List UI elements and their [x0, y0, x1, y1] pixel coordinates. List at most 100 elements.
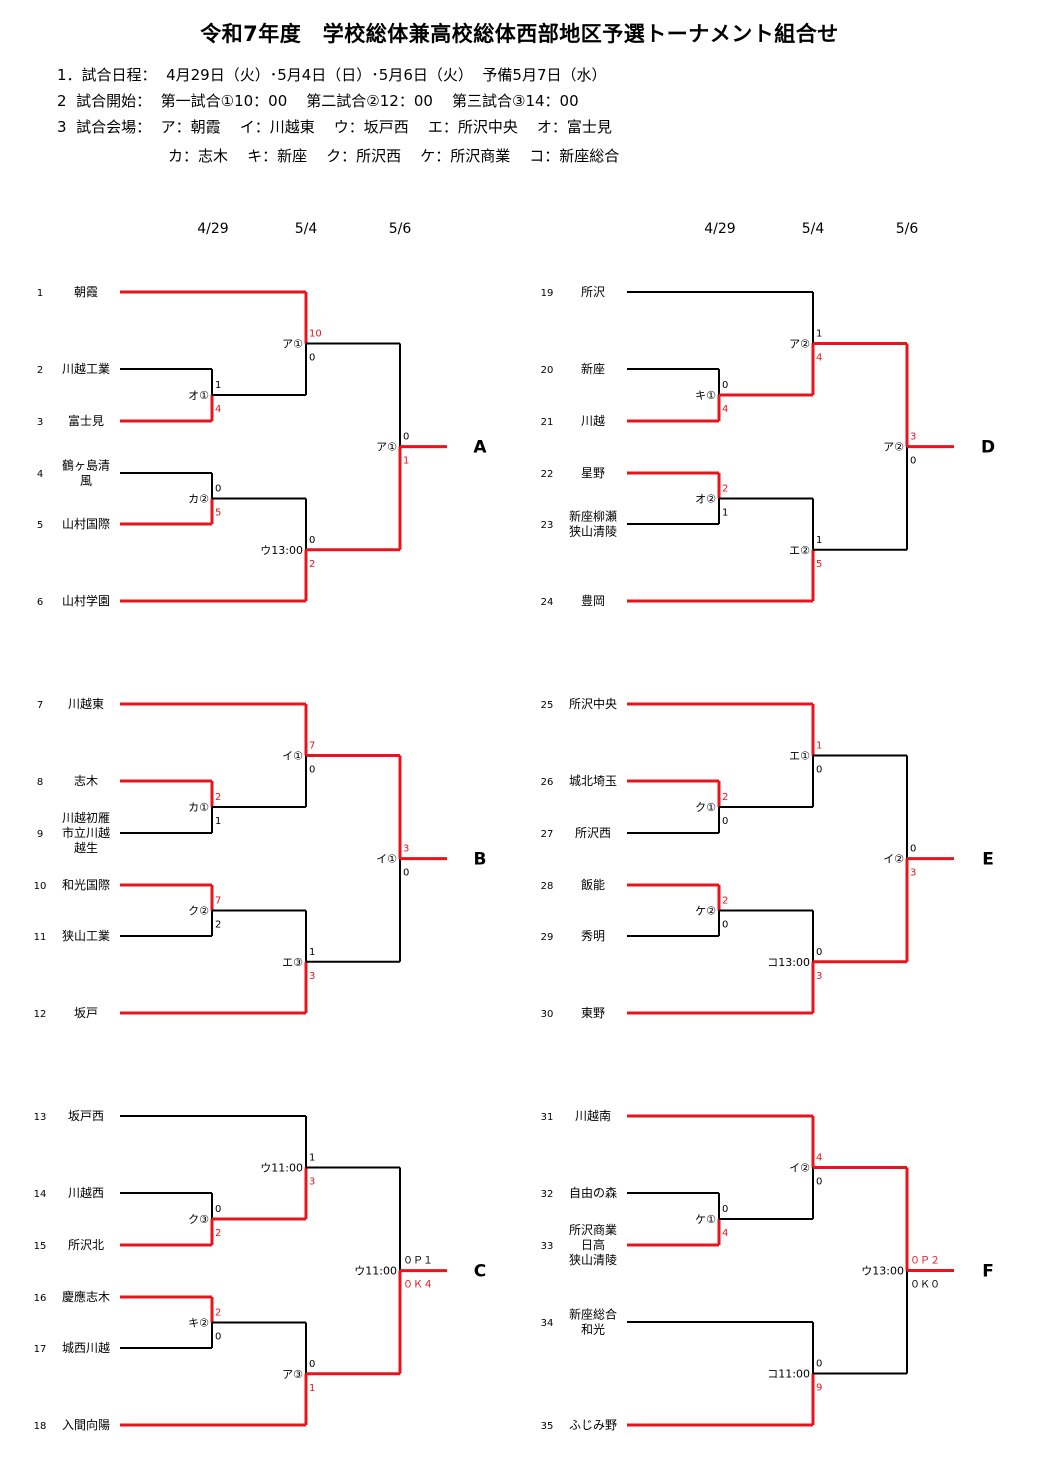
block-c-team-15-number: 15 [34, 1241, 47, 1252]
block-b-final-match-score-top: 3 [403, 844, 409, 855]
block-f-r1-match-1-score-bottom: 4 [722, 1228, 728, 1239]
block-b-r2-match-1-venue: イ① [282, 750, 303, 763]
block-d-team-19-number: 19 [541, 288, 554, 299]
block-e-label: E [982, 850, 994, 870]
block-f-team-35-number: 35 [541, 1421, 554, 1432]
block-d-r1-match-2-score-top: 2 [722, 484, 728, 495]
block-f-final-match-score-bottom: ０Ｋ０ [910, 1280, 940, 1291]
block-d-team-23-name: 新座柳瀬 [569, 509, 617, 524]
block-c-r2-match-1-score-top: 1 [309, 1153, 315, 1164]
block-e-team-28-name: 飯能 [581, 877, 605, 892]
block-b-r2-match-1-score-top: 7 [309, 741, 315, 752]
round-date-3-left: 5/6 [388, 221, 412, 237]
block-e-team-30-name: 東野 [581, 1006, 605, 1020]
block-f-r2-match-2-score-top: 0 [816, 1359, 822, 1370]
block-d-r1-match-1-score-bottom: 4 [722, 404, 728, 415]
block-e-final-match-venue: イ② [883, 853, 904, 866]
block-c-r1-match-1-venue: ク③ [188, 1213, 209, 1226]
page-title: 令和7年度 学校総体兼高校総体西部地区予選トーナメント組合せ [200, 22, 839, 46]
block-b-r2-match-2-score-top: 1 [309, 947, 315, 958]
block-a-team-3-number: 3 [37, 417, 43, 428]
block-a-r2-match-2-venue: ウ13:00 [260, 544, 303, 557]
block-a-final-match-venue: ア① [376, 441, 397, 454]
block-f-team-32-number: 32 [541, 1189, 554, 1200]
block-c-label: C [474, 1262, 486, 1282]
block-a-r1-match-2-score-top: 0 [215, 484, 221, 495]
block-c-r2-match-1-venue: ウ11:00 [260, 1162, 303, 1175]
round-date-1-right: 4/29 [704, 221, 736, 237]
block-f-r1-match-1-score-top: 0 [722, 1204, 728, 1215]
block-a-team-2-name: 川越工業 [62, 362, 110, 376]
block-b-r1-match-2-venue: ク② [188, 905, 209, 918]
block-c-r1-match-2-score-bottom: 0 [215, 1332, 221, 1343]
block-d-r1-match-2-venue: オ② [695, 493, 716, 506]
block-b-team-9-name: 市立川越 [62, 825, 110, 840]
block-b-r1-match-1-score-top: 2 [215, 792, 221, 803]
block-b-final-match-venue: イ① [376, 853, 397, 866]
block-e-team-30-number: 30 [541, 1009, 554, 1020]
block-c-r1-match-1-score-bottom: 2 [215, 1228, 221, 1239]
block-d-final-match-score-top: 3 [910, 432, 916, 443]
block-b-team-9-name: 川越初雁 [62, 811, 110, 825]
block-b-team-10-name: 和光国際 [62, 878, 110, 892]
block-d-r2-match-1-score-bottom: 4 [816, 353, 822, 364]
block-f-team-33-name: 狭山清陵 [569, 1253, 617, 1267]
block-b-r2-match-2-score-bottom: 3 [309, 971, 315, 982]
block-e-r1-match-1-venue: ク① [695, 801, 716, 814]
block-c-team-13-number: 13 [34, 1112, 47, 1123]
block-e-r2-match-1-score-bottom: 0 [816, 765, 822, 776]
block-d-team-20-name: 新座 [581, 361, 605, 376]
block-a-team-6-number: 6 [37, 597, 43, 608]
block-c-team-17-name: 城西川越 [62, 1341, 110, 1355]
block-f-r1-match-1-venue: ケ① [695, 1213, 716, 1226]
block-e-r1-match-2-score-top: 2 [722, 896, 728, 907]
block-c-team-14-number: 14 [34, 1189, 47, 1200]
block-c-final-match-score-top: ０Ｐ１ [403, 1256, 433, 1267]
block-b-team-12-number: 12 [34, 1009, 47, 1020]
block-b-team-12-name: 坂戸 [74, 1006, 98, 1020]
block-a-r1-match-2-venue: カ② [188, 493, 209, 506]
block-d-r2-match-2-score-bottom: 5 [816, 559, 822, 570]
block-d-label: D [981, 438, 995, 458]
block-a-team-4-name: 風 [80, 474, 92, 488]
block-d-team-22-name: 星野 [581, 466, 605, 480]
block-a-r1-match-1-score-top: 1 [215, 380, 221, 391]
block-c-r1-match-1-score-top: 0 [215, 1204, 221, 1215]
block-e-r2-match-2-score-top: 0 [816, 947, 822, 958]
block-d-team-24-number: 24 [541, 597, 554, 608]
block-b-team-7-number: 7 [37, 700, 43, 711]
block-c-team-13-name: 坂戸西 [68, 1109, 104, 1123]
block-c-r1-match-2-score-top: 2 [215, 1308, 221, 1319]
block-a-r2-match-1-score-top: 10 [309, 329, 322, 340]
block-d-team-23-number: 23 [541, 520, 554, 531]
block-e-r1-match-1-score-top: 2 [722, 792, 728, 803]
block-c-team-15-name: 所沢北 [68, 1238, 104, 1252]
block-c-r2-match-2-venue: ア③ [282, 1368, 303, 1381]
block-a-r1-match-1-score-bottom: 4 [215, 404, 221, 415]
block-e-r1-match-1-score-bottom: 0 [722, 816, 728, 827]
block-f-r2-match-2-score-bottom: 9 [816, 1383, 822, 1394]
info-start-times: 2 試合開始： 第一試合①10：00 第二試合②12：00 第三試合③14：00 [57, 92, 579, 110]
block-e-final-match-score-bottom: 3 [910, 868, 916, 879]
block-f-team-34-number: 34 [541, 1318, 554, 1329]
block-e-team-25-name: 所沢中央 [569, 696, 617, 711]
block-b-final-match-score-bottom: 0 [403, 868, 409, 879]
block-d-final-match-score-bottom: 0 [910, 456, 916, 467]
block-a-r1-match-1-venue: オ① [188, 389, 209, 402]
block-a-final-match-score-bottom: 1 [403, 456, 409, 467]
block-a-r2-match-2-score-top: 0 [309, 535, 315, 546]
block-a-team-5-number: 5 [37, 520, 43, 531]
block-f-label: F [982, 1262, 994, 1282]
block-b-r1-match-1-venue: カ① [188, 801, 209, 814]
block-f-team-31-number: 31 [541, 1112, 554, 1123]
block-a-team-6-name: 山村学園 [62, 593, 110, 608]
block-e-team-26-name: 城北埼玉 [569, 774, 617, 788]
block-b-r2-match-1-score-bottom: 0 [309, 765, 315, 776]
block-a-team-1-number: 1 [37, 288, 43, 299]
block-d-team-21-number: 21 [541, 417, 554, 428]
block-d-r2-match-1-score-top: 1 [816, 329, 822, 340]
round-date-2-left: 5/4 [294, 221, 318, 237]
block-f-team-33-name: 日高 [581, 1237, 605, 1252]
block-d-team-23-name: 狭山清陵 [569, 525, 617, 539]
